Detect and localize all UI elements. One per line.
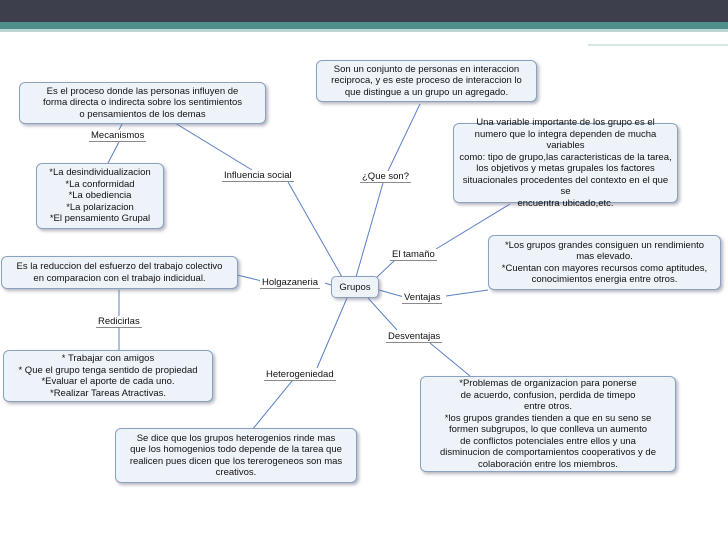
box-que-son: Son un conjunto de personas en interacci… bbox=[316, 60, 537, 102]
edge-tamano-box bbox=[435, 203, 511, 250]
link-label-que-son: ¿Que son? bbox=[360, 171, 411, 183]
edge-mecanismos-bottom bbox=[107, 141, 120, 164]
edge-ventajas-center bbox=[378, 289, 405, 298]
edge-influencia-box bbox=[174, 122, 253, 171]
edge-heterogeneidad-box bbox=[251, 380, 293, 431]
box-heterogeneidad: Se dice que los grupos heterogenios rind… bbox=[115, 428, 357, 483]
edge-holgazaneria-box bbox=[236, 274, 263, 282]
box-reducirlas: * Trabajar con amigos * Que el grupo ten… bbox=[3, 350, 213, 402]
edge-ventajas-box bbox=[445, 289, 489, 297]
box-tamano: Una variable importante de los grupo es … bbox=[453, 117, 678, 209]
box-influencia-definition: Es el proceso donde las personas influye… bbox=[19, 82, 266, 124]
edge-mecanismos-top bbox=[118, 123, 123, 131]
edge-tamano-center bbox=[374, 259, 396, 280]
box-desventajas: *Problemas de organizacion para ponerse … bbox=[420, 376, 676, 472]
edge-desventajas-box bbox=[429, 342, 471, 377]
link-label-mecanismos: Mecanismos bbox=[89, 130, 147, 142]
link-label-reducirlas: Redicirlas bbox=[96, 316, 142, 328]
box-mecanismos-list: *La desindividualizacion *La conformidad… bbox=[36, 163, 164, 229]
decorative-line bbox=[588, 44, 728, 46]
center-node-grupos: Grupos bbox=[331, 276, 379, 298]
edge-influencia-center bbox=[287, 181, 343, 278]
link-label-influencia: Influencia social bbox=[222, 170, 294, 182]
edge-queson-center bbox=[355, 182, 384, 278]
edge-heterogeneidad-center bbox=[316, 297, 348, 369]
box-ventajas: *Los grupos grandes consiguen un rendimi… bbox=[488, 235, 721, 290]
link-label-desventajas: Desventajas bbox=[386, 331, 443, 343]
header-bar bbox=[0, 0, 728, 22]
link-label-tamano: El tamaño bbox=[390, 249, 437, 261]
edge-holgazaneria-center bbox=[324, 282, 332, 286]
link-label-heterogeneidad: Heterogeniedad bbox=[264, 369, 336, 381]
edge-desventajas-center bbox=[367, 297, 398, 331]
link-label-ventajas: Ventajas bbox=[402, 292, 443, 304]
header-accent-stripe bbox=[0, 22, 728, 29]
box-holgazaneria: Es la reduccion del esfuerzo del trabajo… bbox=[1, 256, 238, 289]
header-light-stripe bbox=[0, 29, 728, 32]
edge-queson-box bbox=[387, 103, 421, 172]
link-label-holgazaneria: Holgazaneria bbox=[260, 277, 320, 289]
